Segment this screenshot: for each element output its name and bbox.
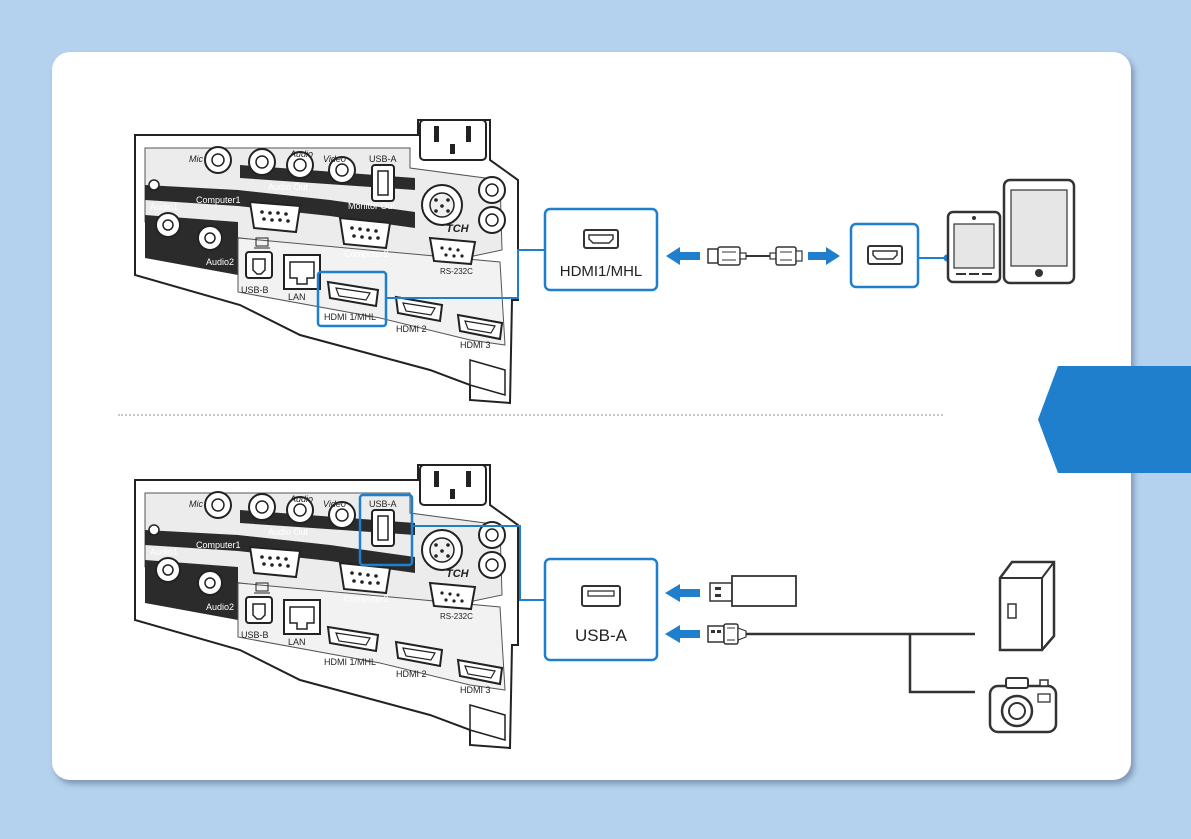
panel-label-video: Video xyxy=(323,499,346,509)
panel-label-computer1: Computer1 xyxy=(196,195,241,205)
arrow-right-icon xyxy=(808,247,840,265)
usb-a-port-box: USB-A xyxy=(543,557,659,662)
hdmi1-mhl-port-box: HDMI1/MHL xyxy=(543,207,659,292)
side-tab[interactable] xyxy=(1038,366,1191,473)
panel-label-computer2: Computer2 xyxy=(344,594,389,604)
mhl-cable-icon xyxy=(707,246,803,266)
panel-label-hdmi3: HDMI 3 xyxy=(460,685,491,695)
panel-label-audio: Audio xyxy=(289,149,313,159)
panel-label-lan: LAN xyxy=(288,637,306,647)
arrow-left-icon xyxy=(665,584,700,602)
panel-label-usb-a: USB-A xyxy=(369,154,397,164)
smartphone-icon xyxy=(946,210,1002,284)
hdmi-port-icon xyxy=(583,229,619,249)
section-divider xyxy=(118,414,943,416)
panel-label-mic: Mic xyxy=(189,154,203,164)
usb-a-port-icon xyxy=(581,585,621,607)
panel-label-tch: TCH xyxy=(446,568,470,580)
projector-panel-bottom: Mic Audio Video USB-A Audio Out Computer… xyxy=(134,464,519,749)
panel-label-audio2: Audio2 xyxy=(206,257,234,267)
hdmi-port-icon xyxy=(867,245,903,265)
panel-label-audio2: Audio2 xyxy=(206,602,234,612)
usb-a-highlight xyxy=(358,493,414,567)
external-hard-drive-icon xyxy=(998,560,1056,652)
panel-label-usb-a: USB-A xyxy=(369,499,397,509)
panel-label-computer1: Computer1 xyxy=(196,540,241,550)
usb-flash-drive-icon xyxy=(709,575,797,607)
panel-label-usb-b: USB-B xyxy=(241,285,269,295)
tablet-icon xyxy=(1002,178,1076,285)
panel-label-video: Video xyxy=(323,154,346,164)
panel-label-computer2: Computer2 xyxy=(344,249,389,259)
panel-label-rs232c: RS-232C xyxy=(440,612,473,621)
digital-camera-icon xyxy=(988,677,1058,734)
panel-label-hdmi1: HDMI 1/MHL xyxy=(324,657,376,667)
panel-label-audio1: Audio1 xyxy=(150,202,178,212)
panel-label-tch: TCH xyxy=(446,223,470,235)
device-hdmi-port-box xyxy=(849,222,920,289)
arrow-left-icon xyxy=(666,247,700,265)
usb-a-connector-line xyxy=(412,525,545,601)
panel-label-audio1: Audio1 xyxy=(150,547,178,557)
panel-label-audio-out: Audio Out xyxy=(268,182,309,192)
panel-label-audio-out: Audio Out xyxy=(268,527,309,537)
panel-label-hdmi3: HDMI 3 xyxy=(460,340,491,350)
usb-cable-icon xyxy=(707,623,975,694)
hdmi1-connector-line xyxy=(386,249,545,299)
panel-label-rs232c: RS-232C xyxy=(440,267,473,276)
panel-label-mic: Mic xyxy=(189,499,203,509)
hdmi1-mhl-label: HDMI1/MHL xyxy=(560,263,643,280)
usb-a-label: USB-A xyxy=(575,626,628,645)
arrow-left-icon xyxy=(665,625,700,643)
panel-label-hdmi2: HDMI 2 xyxy=(396,669,427,679)
panel-label-monitor-out: Monitor Out xyxy=(348,201,396,211)
panel-label-lan: LAN xyxy=(288,292,306,302)
panel-label-hdmi1: HDMI 1/MHL xyxy=(324,312,376,322)
projector-panel-top: Mic Audio Video USB-A Audio Out Monitor … xyxy=(134,119,519,404)
panel-label-hdmi2: HDMI 2 xyxy=(396,324,427,334)
panel-label-audio: Audio xyxy=(289,494,313,504)
panel-label-usb-b: USB-B xyxy=(241,630,269,640)
